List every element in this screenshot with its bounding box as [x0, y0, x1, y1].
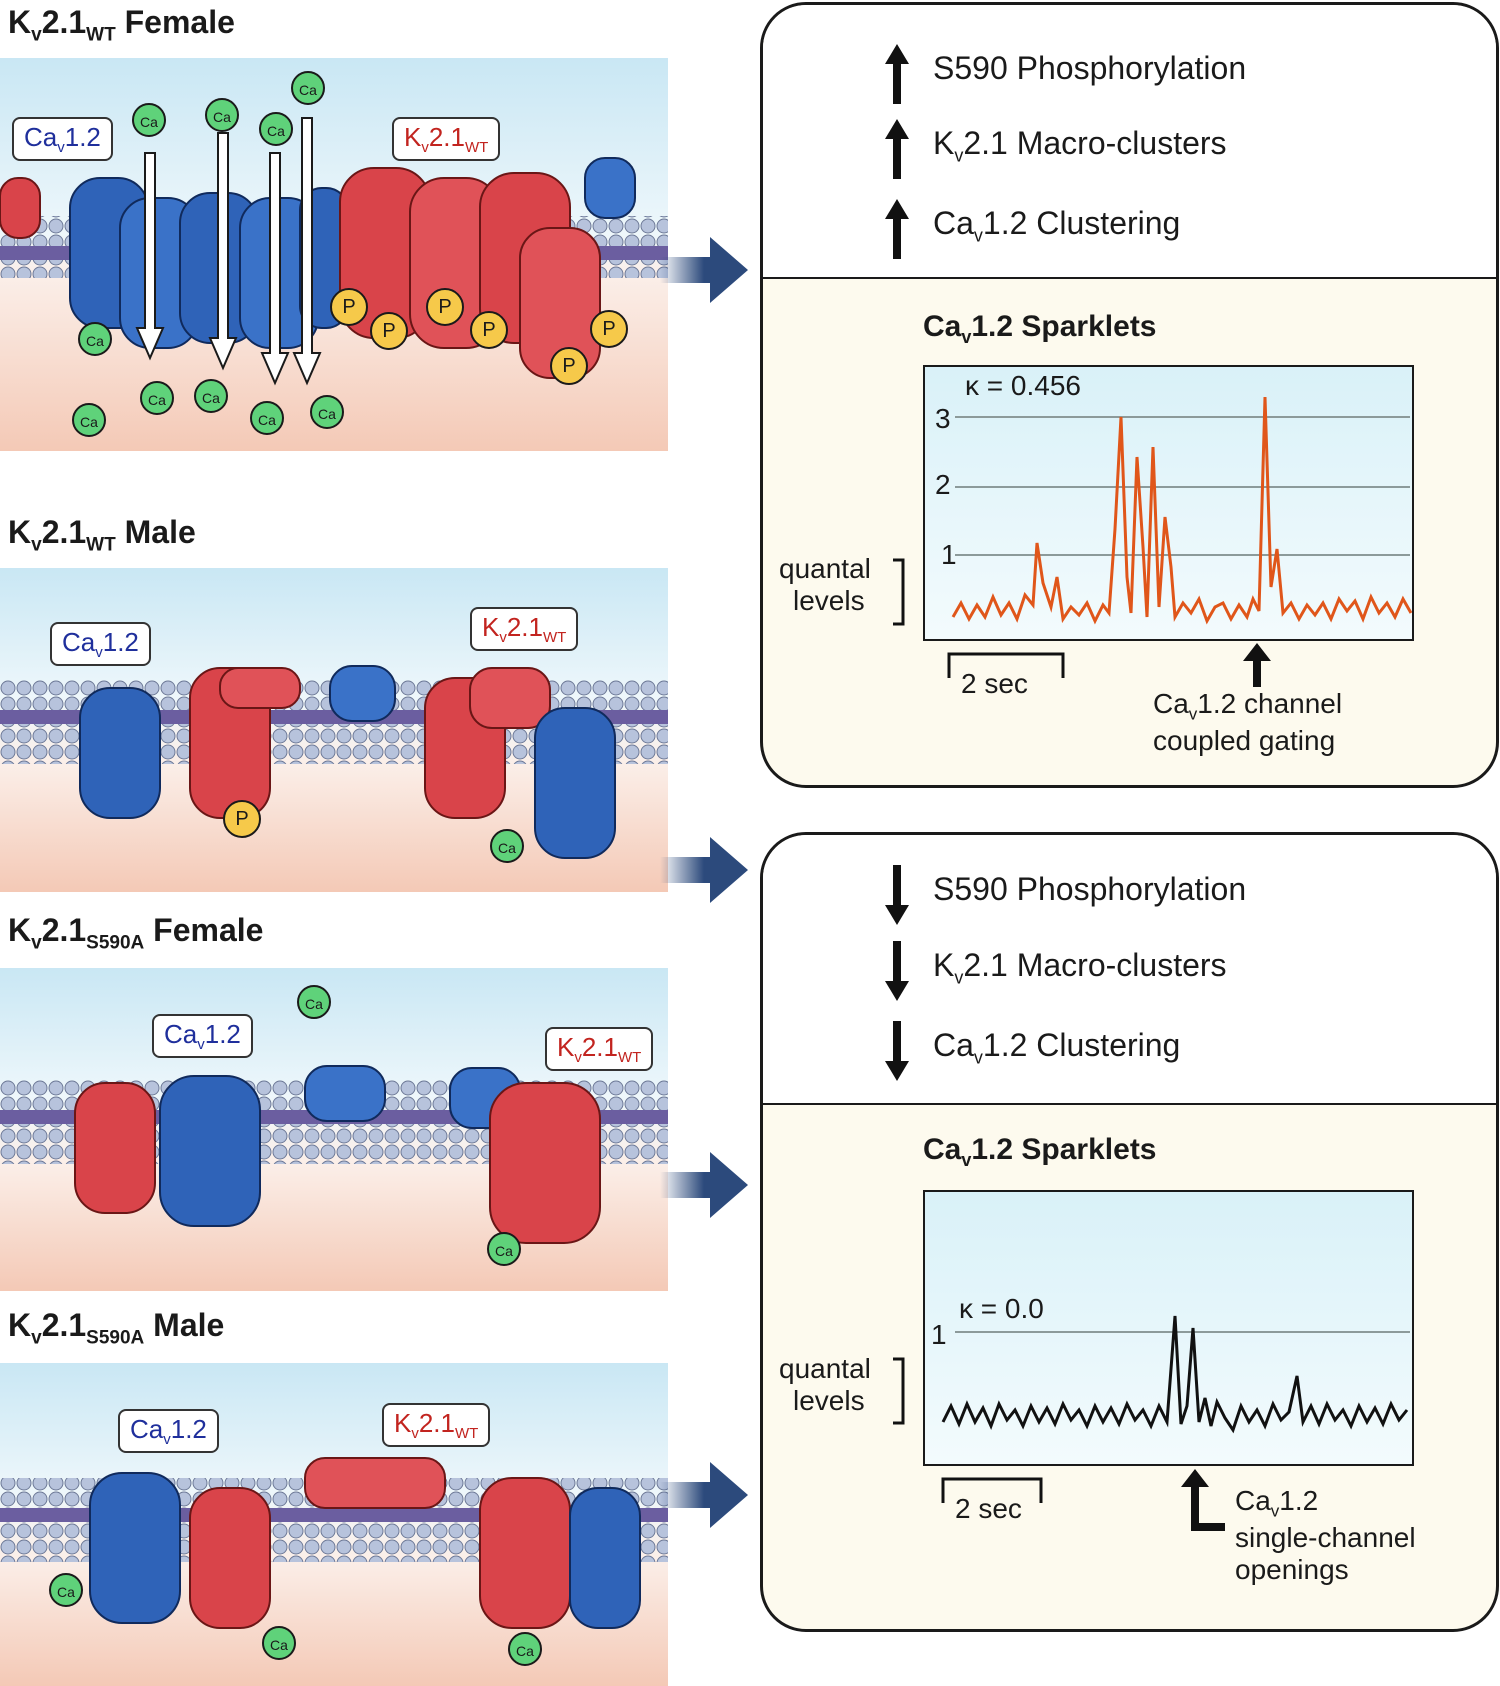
time-scale-label: 2 sec	[955, 1493, 1022, 1524]
phosphate-group: P	[330, 288, 368, 326]
effect-row: Kv2.1 Macro-clusters	[885, 119, 1227, 179]
effect-row: S590 Phosphorylation	[885, 865, 1246, 925]
y-tick-3: 3	[935, 403, 951, 434]
y-tick-1: 1	[931, 1319, 947, 1350]
cav12-label: Cav1.2	[118, 1409, 219, 1454]
calcium-ion: Ca	[132, 103, 166, 137]
cav12-label: Cav1.2	[50, 622, 151, 667]
link-arrow-icon	[660, 1152, 748, 1218]
membrane-illustration	[0, 1363, 668, 1686]
effect-row: Kv2.1 Macro-clusters	[885, 941, 1227, 1001]
y-tick-1: 1	[941, 539, 957, 570]
calcium-ion: Ca	[508, 1632, 542, 1666]
effect-list: S590 Phosphorylation Kv2.1 Macro-cluster…	[763, 835, 1496, 1105]
calcium-ion: Ca	[310, 395, 344, 429]
calcium-ion: Ca	[262, 1626, 296, 1660]
sparklets-title: Cav1.2 Sparklets	[923, 310, 1157, 347]
panel-heading-kv21s590a-female: Kv2.1S590A Female	[8, 912, 264, 954]
up-arrow-icon	[885, 119, 909, 179]
scale-bar	[947, 652, 1065, 678]
calcium-ion: Ca	[297, 985, 331, 1019]
calcium-ion: Ca	[250, 401, 284, 435]
up-arrow-icon	[885, 44, 909, 104]
effect-row: Cav1.2 Clustering	[885, 1021, 1180, 1081]
calcium-ion: Ca	[140, 381, 174, 415]
kappa-value: κ = 0.456	[965, 370, 1081, 401]
phosphate-group: P	[550, 347, 588, 385]
calcium-ion: Ca	[205, 98, 239, 132]
link-arrow-icon	[660, 1462, 748, 1528]
panel-heading-kv21wt-male: Kv2.1WT Male	[8, 514, 196, 556]
membrane-illustration	[0, 968, 668, 1291]
calcium-ion: Ca	[259, 112, 293, 146]
calcium-ion: Ca	[78, 322, 112, 356]
kappa-value: κ = 0.0	[959, 1293, 1044, 1324]
summary-box-male-and-mutant: S590 Phosphorylation Kv2.1 Macro-cluster…	[760, 832, 1499, 1632]
up-arrow-icon	[1243, 643, 1271, 687]
phosphate-group: P	[426, 288, 464, 326]
phosphate-group: P	[590, 310, 628, 348]
scale-bar	[941, 1477, 1043, 1503]
cav12-label: Cav1.2	[12, 117, 113, 162]
panel-heading-kv21s590a-male: Kv2.1S590A Male	[8, 1307, 225, 1349]
effect-list: S590 Phosphorylation Kv2.1 Macro-cluster…	[763, 5, 1496, 279]
membrane-panel-kv21s590a-female	[0, 968, 668, 1291]
single-channel-annotation: Cav1.2 single-channel openings	[1235, 1485, 1416, 1585]
panel-heading-kv21wt-female: Kv2.1WT Female	[8, 4, 235, 46]
down-arrow-icon	[885, 1021, 909, 1081]
calcium-ion: Ca	[49, 1573, 83, 1607]
phosphate-group: P	[223, 800, 261, 838]
sparklet-trace-plot	[923, 365, 1414, 641]
link-arrow-icon	[660, 237, 748, 303]
kv21-label: Kv2.1WT	[392, 117, 501, 162]
calcium-ion: Ca	[72, 403, 106, 437]
sparklet-trace	[941, 1315, 1410, 1434]
effect-row: S590 Phosphorylation	[885, 44, 1246, 104]
y-tick-2: 2	[935, 469, 951, 500]
phosphate-group: P	[470, 311, 508, 349]
sparklet-trace-plot	[923, 1190, 1414, 1466]
effect-row: Cav1.2 Clustering	[885, 199, 1180, 259]
down-arrow-icon	[885, 941, 909, 1001]
coupled-gating-annotation: Cav1.2 channel coupled gating	[1153, 688, 1343, 756]
calcium-ion: Ca	[490, 829, 524, 863]
calcium-ion: Ca	[487, 1232, 521, 1266]
link-arrow-icon	[660, 837, 748, 903]
hook-arrow-icon	[1181, 1469, 1225, 1531]
kv21-label: Kv2.1WT	[545, 1027, 654, 1072]
calcium-influx-arrows	[135, 117, 322, 386]
kv21-label: Kv2.1WT	[470, 607, 579, 652]
time-scale-label: 2 sec	[961, 668, 1028, 699]
kv21-label: Kv2.1WT	[382, 1403, 491, 1448]
down-arrow-icon	[885, 865, 909, 925]
sparklets-title: Cav1.2 Sparklets	[923, 1133, 1157, 1170]
membrane-panel-kv21s590a-male	[0, 1363, 668, 1686]
calcium-ion: Ca	[194, 379, 228, 413]
summary-box-wildtype-female: S590 Phosphorylation Kv2.1 Macro-cluster…	[760, 2, 1499, 788]
phosphate-group: P	[370, 312, 408, 350]
up-arrow-icon	[885, 199, 909, 259]
bracket-icon	[893, 558, 905, 626]
sparklet-trace	[951, 396, 1413, 625]
bracket-icon	[893, 1357, 905, 1425]
cav12-label: Cav1.2	[152, 1014, 253, 1059]
calcium-ion: Ca	[291, 71, 325, 105]
